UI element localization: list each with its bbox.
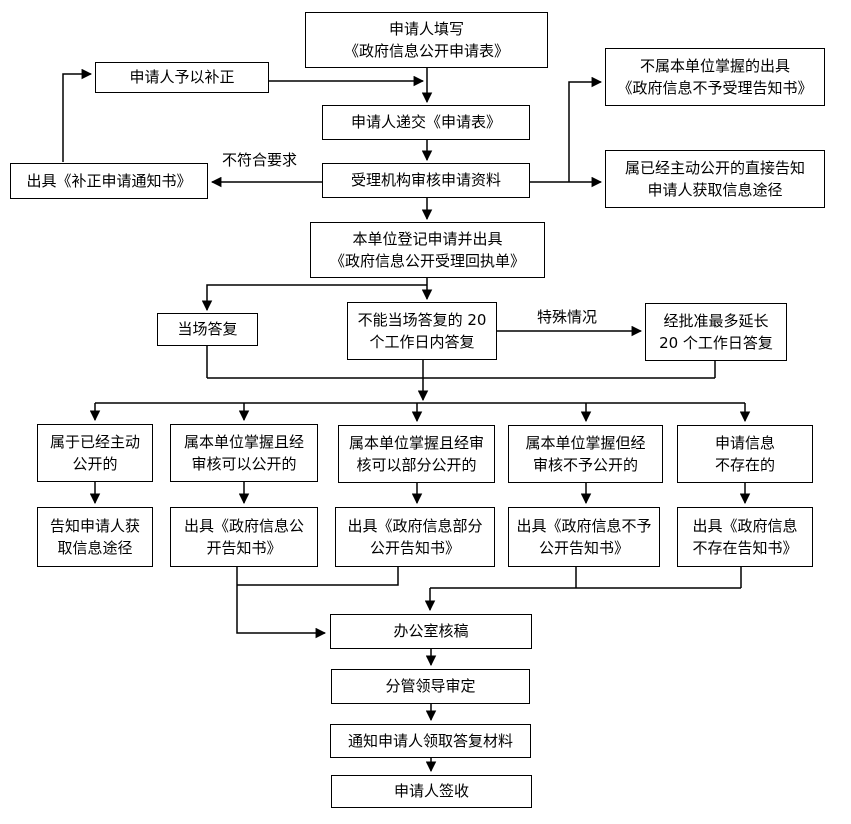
node-already-public-inform: 属已经主动公开的直接告知 申请人获取信息途径 [605, 150, 825, 208]
node-case-not-exist: 申请信息 不存在的 [677, 425, 813, 483]
node-onspot-reply: 当场答复 [157, 313, 258, 346]
node-fill-form: 申请人填写 《政府信息公开申请表》 [305, 12, 548, 68]
node-office-review: 办公室核稿 [330, 614, 532, 649]
edge-label-not-meet-requirements: 不符合要求 [222, 151, 298, 169]
node-case-not-public: 属本单位掌握但经 审核不予公开的 [508, 425, 663, 483]
node-applicant-sign: 申请人签收 [331, 775, 532, 808]
node-extend-20days: 经批准最多延长 20 个工作日答复 [645, 303, 787, 361]
node-case-already-public: 属于已经主动 公开的 [37, 424, 153, 482]
node-case-partial-public: 属本单位掌握且经审 核可以部分公开的 [338, 425, 495, 483]
node-register-receipt: 本单位登记申请并出具 《政府信息公开受理回执单》 [310, 222, 545, 278]
node-out-notexist-notice: 出具《政府信息 不存在告知书》 [677, 507, 813, 567]
node-out-refuse-notice: 出具《政府信息不予 公开告知书》 [508, 507, 660, 567]
node-not-held-notice: 不属本单位掌握的出具 《政府信息不予受理告知书》 [605, 48, 825, 106]
node-out-public-notice: 出具《政府信息公 开告知书》 [170, 507, 318, 567]
node-make-correction: 申请人予以补正 [95, 62, 269, 93]
node-submit-form: 申请人递交《申请表》 [322, 105, 530, 140]
node-out-partial-notice: 出具《政府信息部分 公开告知书》 [335, 507, 495, 567]
node-correction-notice: 出具《补正申请通知书》 [10, 163, 208, 199]
edge-label-special-case: 特殊情况 [537, 308, 598, 326]
node-reply-20days: 不能当场答复的 20 个工作日内答复 [347, 302, 497, 360]
node-notify-collect: 通知申请人领取答复材料 [330, 724, 531, 758]
node-case-can-public: 属本单位掌握且经 审核可以公开的 [170, 424, 318, 482]
node-leader-approve: 分管领导审定 [331, 669, 530, 704]
node-review: 受理机构审核申请资料 [322, 163, 530, 198]
node-out-inform-channel: 告知申请人获 取信息途径 [37, 507, 153, 567]
